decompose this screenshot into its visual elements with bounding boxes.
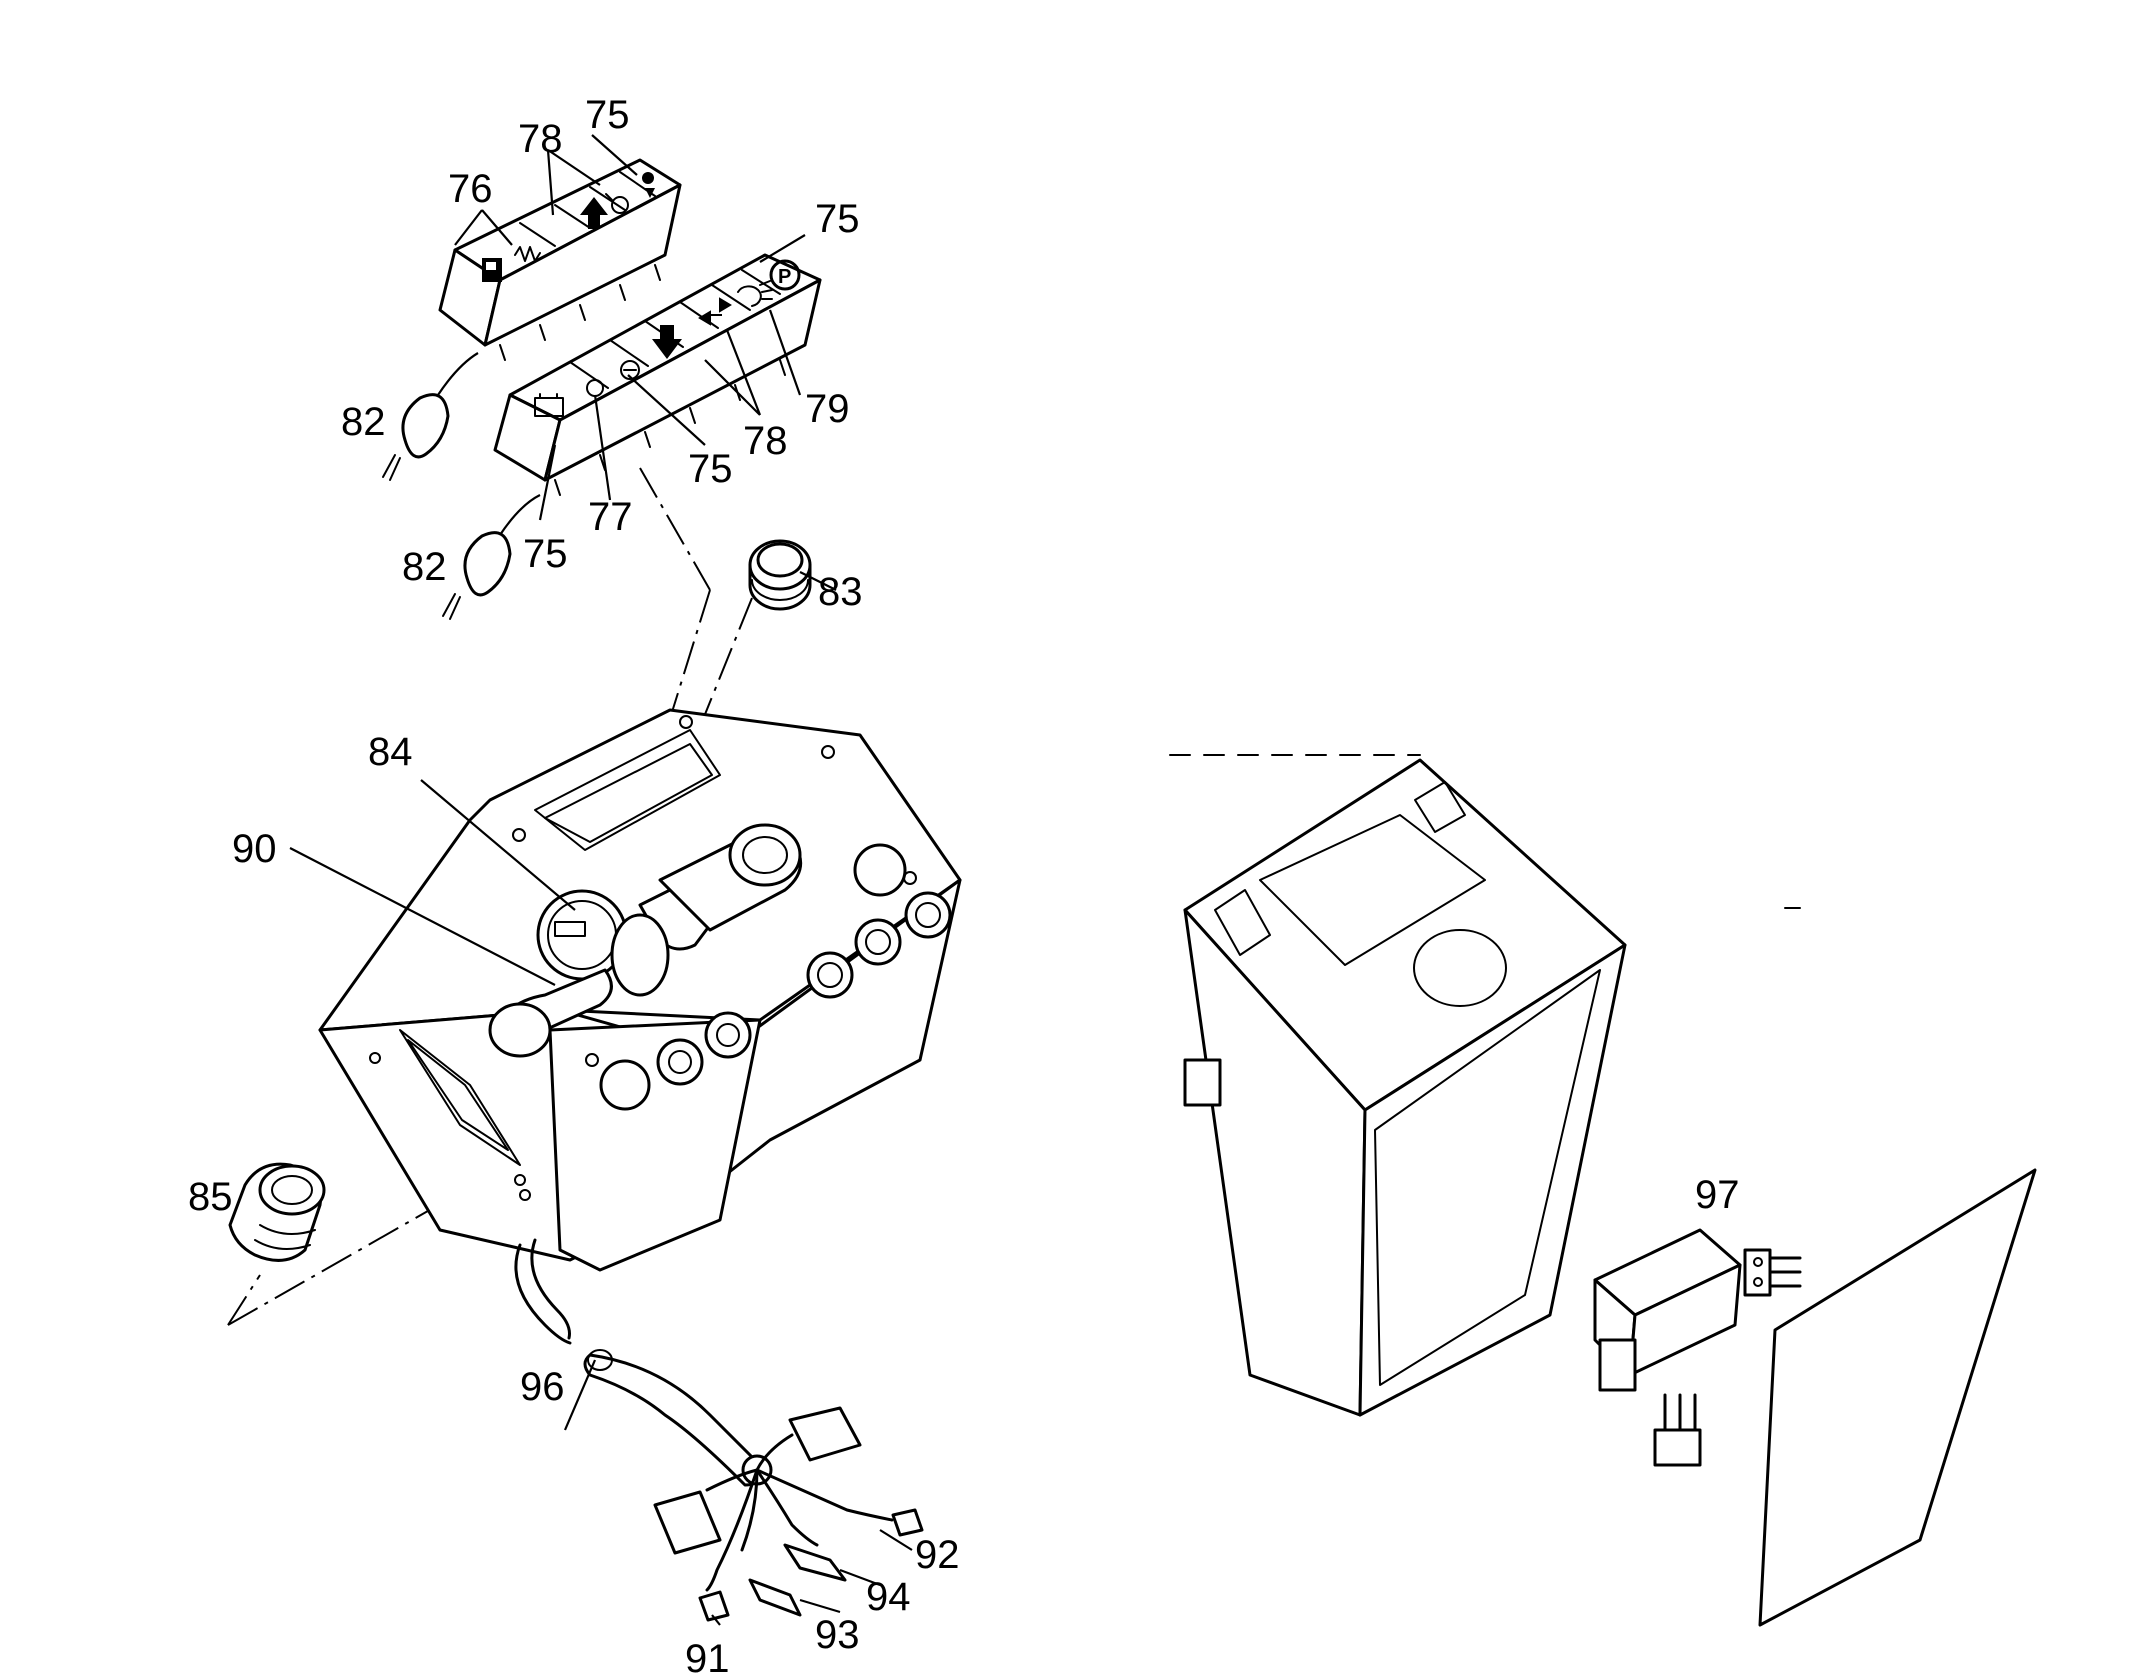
- bulb-lower: [442, 494, 541, 620]
- upper-switch-panel: [438, 158, 682, 361]
- callout-94: 94: [866, 1575, 911, 1619]
- arrow-up-icon: [580, 197, 608, 229]
- callout-92: 92: [915, 1533, 960, 1577]
- parking-brake-icon: P: [769, 259, 801, 291]
- arrow-down-icon: [652, 325, 682, 359]
- callout-83: 83: [818, 570, 863, 614]
- lower-switch-panel: P: [493, 253, 822, 496]
- callout-96: 96: [520, 1365, 565, 1409]
- callout-75-right: 75: [815, 197, 860, 241]
- callout-labels: 75 78 76 75 82 79 78 75 77 75 82 83 84 9…: [188, 93, 1740, 1680]
- callout-97: 97: [1695, 1173, 1740, 1217]
- relay-module-97: [1593, 1228, 1802, 1467]
- leader-lines: [289, 134, 913, 1626]
- callout-84: 84: [368, 730, 413, 774]
- cover-panel: [1758, 1168, 2037, 1627]
- callout-90: 90: [232, 827, 277, 871]
- battery-icon: [534, 393, 564, 417]
- callout-78-top: 78: [518, 117, 563, 161]
- bulb-upper: [382, 352, 479, 481]
- fuel-pump-icon: [482, 258, 502, 282]
- callout-75-top: 75: [585, 93, 630, 137]
- dashboard-console: [318, 708, 962, 1272]
- heater-coil-icon: [514, 246, 541, 262]
- headlight-icon: [737, 280, 773, 307]
- callout-85: 85: [188, 1175, 233, 1219]
- brake-icon: [620, 360, 640, 380]
- callout-75-center: 75: [688, 447, 733, 491]
- callout-78-lower: 78: [743, 419, 788, 463]
- callout-82-lower: 82: [402, 545, 447, 589]
- callout-79: 79: [805, 387, 850, 431]
- indicator-lamp-83: [748, 539, 812, 611]
- console-housing: [1169, 754, 1627, 1417]
- callout-77: 77: [588, 495, 633, 539]
- throttle-knob: [658, 823, 803, 932]
- turn-signal-icon: [698, 297, 732, 326]
- callout-82-upper: 82: [341, 400, 386, 444]
- callout-91: 91: [685, 1637, 730, 1680]
- svg-text:P: P: [778, 266, 791, 288]
- wiring-harness-96: [514, 1238, 924, 1622]
- hydraulic-down-icon: [642, 172, 655, 198]
- cigar-lighter-85: [228, 1162, 326, 1262]
- callout-76: 76: [448, 167, 493, 211]
- callout-75-left: 75: [523, 532, 568, 576]
- oil-can-icon: [605, 193, 629, 214]
- callout-93: 93: [815, 1613, 860, 1657]
